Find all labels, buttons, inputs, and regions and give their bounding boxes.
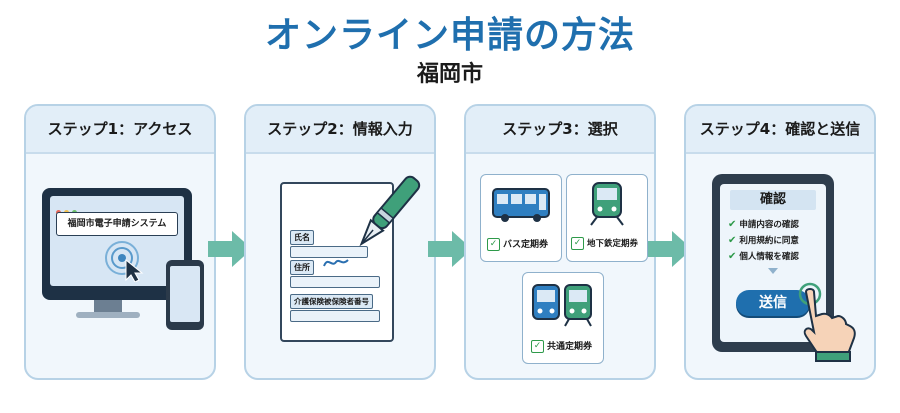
click-cursor-icon (105, 241, 144, 282)
bus-and-train-icon (532, 284, 592, 327)
step-4-card: ステップ4：確認と送信 確認 ✔申請内容の確認 ✔利用規約に同意 ✔個人情報を確… (684, 104, 876, 380)
arrow-right-icon (648, 231, 692, 267)
step-1-title: ステップ1：アクセス (26, 106, 214, 154)
field-insurance-label: 介護保険被保険者番号 (290, 294, 373, 309)
desktop-monitor-icon: 福岡市電子申請システム (42, 188, 192, 300)
down-caret-icon (768, 268, 778, 274)
step-3-title: ステップ3：選択 (466, 106, 654, 154)
step-1-card: ステップ1：アクセス 福岡市電子申請システム (24, 104, 216, 380)
arrow-right-icon (428, 231, 472, 267)
combined-pass-label: 共通定期券 (547, 342, 593, 352)
step-2-title: ステップ2：情報入力 (246, 106, 434, 154)
tapping-hand-icon (798, 282, 856, 362)
field-address-label: 住所 (290, 260, 314, 275)
field-insurance-box (290, 310, 380, 322)
bus-pass-option[interactable]: ✓バス定期券 (480, 174, 562, 262)
step-2-card: ステップ2：情報入力 氏名 住所 介護保険被保険者番号 (244, 104, 436, 380)
arrow-right-icon (208, 231, 252, 267)
subway-pass-label: 地下鉄定期券 (587, 239, 639, 249)
confirm-item-2: 利用規約に同意 (739, 236, 799, 246)
page-subtitle: 福岡市 (416, 62, 483, 87)
smartphone-icon (166, 260, 204, 330)
confirm-heading: 確認 (730, 190, 816, 210)
confirm-item-1: 申請内容の確認 (739, 220, 799, 230)
fountain-pen-icon (359, 175, 421, 247)
bus-icon (492, 188, 550, 222)
page-title: オンライン申請の方法 (264, 15, 635, 56)
subway-pass-option[interactable]: ✓地下鉄定期券 (566, 174, 648, 262)
field-name-box (290, 246, 368, 258)
bus-pass-label: バス定期券 (503, 240, 549, 250)
confirm-item-3: 個人情報を確認 (739, 252, 799, 262)
step-3-card: ステップ3：選択 ✓バス定期券 ✓地下鉄定期券 (464, 104, 656, 380)
step-4-title: ステップ4：確認と送信 (686, 106, 874, 154)
field-name-label: 氏名 (290, 230, 314, 245)
subway-train-icon (590, 182, 624, 226)
field-address-box (290, 276, 380, 288)
signature-scribble-icon (323, 259, 349, 267)
system-name-label: 福岡市電子申請システム (56, 212, 178, 236)
application-form-icon: 氏名 住所 介護保険被保険者番号 (280, 182, 394, 342)
combined-pass-option[interactable]: ✓共通定期券 (522, 272, 604, 364)
send-button[interactable]: 送信 (736, 290, 810, 316)
